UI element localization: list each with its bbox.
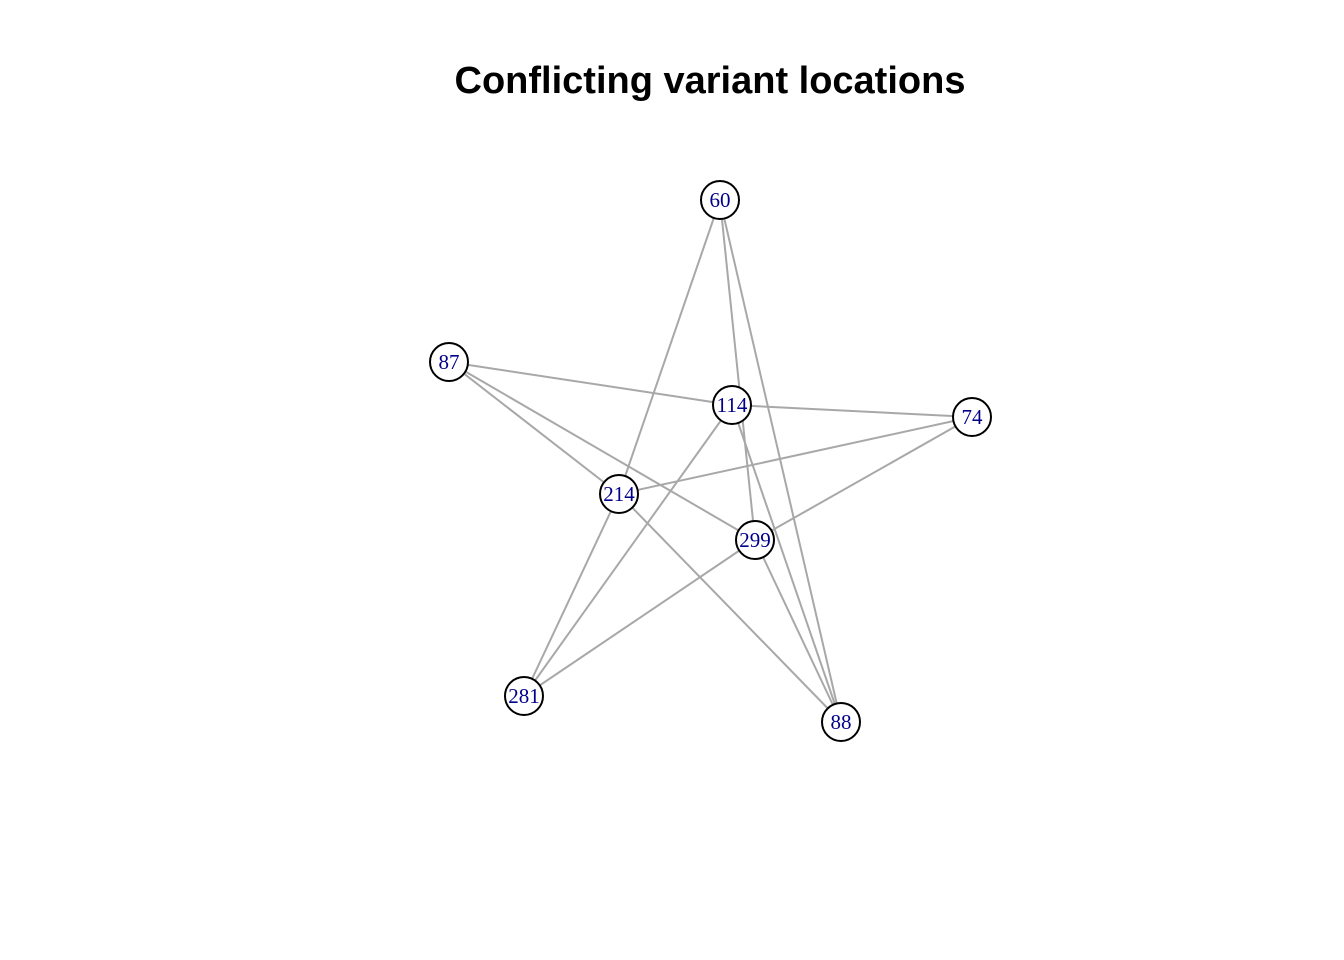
node-label: 60 bbox=[710, 188, 731, 212]
edge-87-114 bbox=[448, 361, 733, 406]
node-label: 87 bbox=[439, 350, 460, 374]
node-88: 88 bbox=[821, 702, 861, 742]
node-circle bbox=[952, 397, 992, 437]
edge-60-299 bbox=[719, 199, 756, 541]
node-114: 114 bbox=[712, 385, 752, 425]
node-circle bbox=[700, 180, 740, 220]
node-74: 74 bbox=[952, 397, 992, 437]
node-281: 281 bbox=[504, 676, 544, 716]
node-299: 299 bbox=[735, 520, 775, 560]
node-214: 214 bbox=[599, 474, 639, 514]
node-label: 214 bbox=[603, 482, 635, 506]
node-label: 74 bbox=[962, 405, 984, 429]
edge-60-214 bbox=[618, 199, 721, 495]
node-circle bbox=[821, 702, 861, 742]
node-label: 281 bbox=[508, 684, 540, 708]
edge-114-74 bbox=[731, 404, 973, 418]
edge-74-299 bbox=[754, 416, 973, 541]
edge-214-281 bbox=[523, 493, 620, 697]
node-circle bbox=[429, 342, 469, 382]
edge-299-88 bbox=[754, 539, 842, 723]
edge-74-214 bbox=[618, 416, 973, 495]
edge-299-281 bbox=[523, 539, 756, 697]
edge-114-281 bbox=[523, 404, 733, 697]
edge-214-88 bbox=[618, 493, 842, 723]
node-label: 88 bbox=[831, 710, 852, 734]
edge-60-88 bbox=[719, 199, 842, 723]
node-60: 60 bbox=[700, 180, 740, 220]
edge-114-88 bbox=[731, 404, 842, 723]
node-circle bbox=[504, 676, 544, 716]
node-label: 114 bbox=[717, 393, 748, 417]
node-circle bbox=[712, 385, 752, 425]
edge-87-299 bbox=[448, 361, 756, 541]
nodes-layer: 60 87 114 74 214 299 281 88 bbox=[429, 180, 992, 742]
edges-layer bbox=[448, 199, 973, 723]
node-87: 87 bbox=[429, 342, 469, 382]
node-circle bbox=[599, 474, 639, 514]
node-label: 299 bbox=[739, 528, 771, 552]
plot-title: Conflicting variant locations bbox=[455, 60, 966, 102]
node-circle bbox=[735, 520, 775, 560]
edge-87-214 bbox=[448, 361, 620, 495]
